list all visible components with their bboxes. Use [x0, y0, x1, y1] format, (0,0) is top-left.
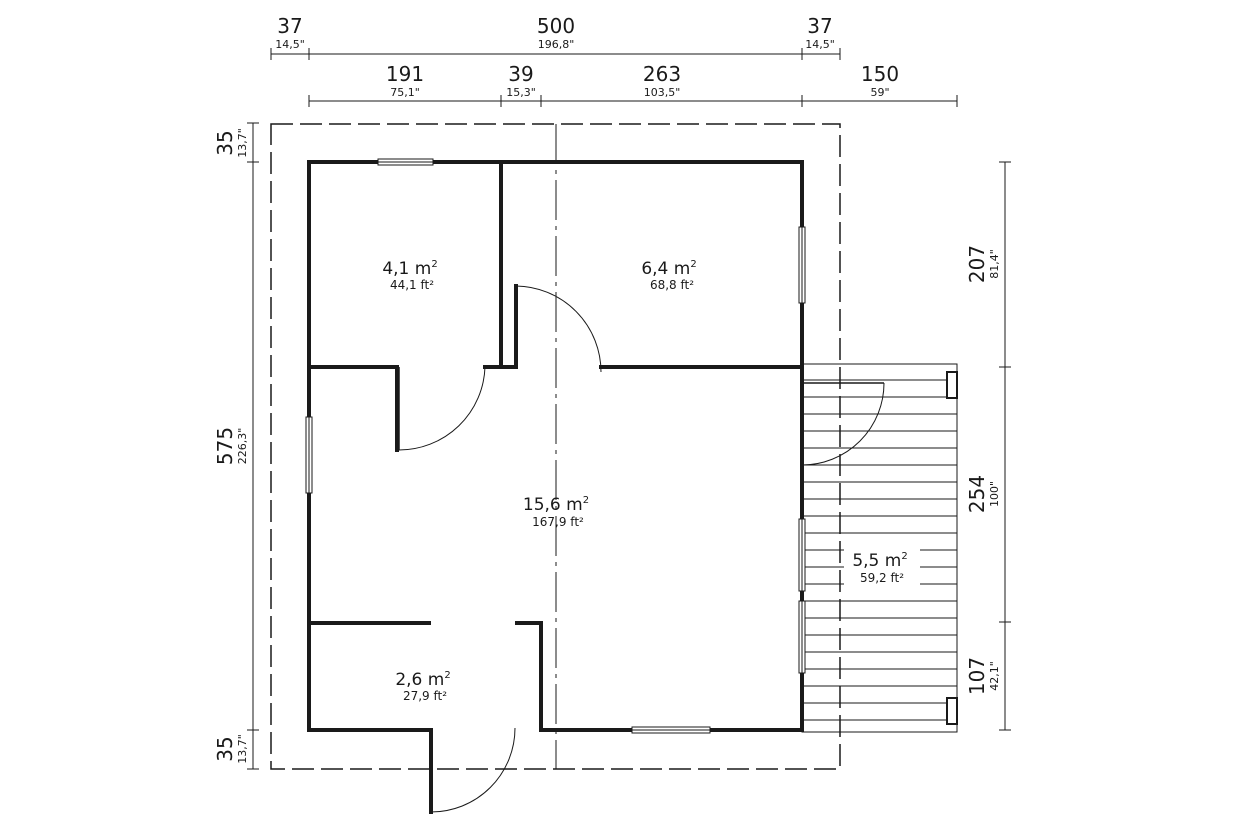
- svg-text:2,6 m2: 2,6 m2: [395, 670, 450, 690]
- room-area-m2: 15,6 m: [523, 495, 583, 515]
- right-dimension: [999, 161, 1011, 731]
- dim-top1-b-cm: 500: [537, 14, 575, 38]
- dim-right-c-in: 42,1": [988, 661, 1001, 691]
- dim-top1-a-in: 14,5": [275, 38, 305, 51]
- dim-top1-b-in: 196,8": [538, 38, 575, 51]
- svg-text:4,1 m2: 4,1 m2: [382, 259, 437, 279]
- dim-top2-d-cm: 150: [861, 62, 899, 86]
- dim-right-c-cm: 107: [965, 657, 989, 695]
- dim-left-c-cm: 35: [213, 736, 237, 761]
- dim-top2-c-in: 103,5": [644, 86, 681, 99]
- roof-outline: [270, 123, 841, 770]
- dim-right-a-in: 81,4": [988, 249, 1001, 279]
- room-6-4: 6,4 m2 68,8 ft²: [641, 259, 696, 292]
- dim-left-a-in: 13,7": [236, 128, 249, 158]
- room-area-ft2: 44,1 ft²: [390, 278, 434, 292]
- top-dimension-row-2: [308, 95, 958, 107]
- room-area-ft2: 27,9 ft²: [403, 689, 447, 703]
- terrace-door-swing: [801, 382, 885, 466]
- dim-top2-c-cm: 263: [643, 62, 681, 86]
- dim-top1-a-cm: 37: [277, 14, 302, 38]
- room-area-m2: 5,5 m: [852, 551, 901, 571]
- dim-right-b-in: 100": [988, 481, 1001, 507]
- dim-top2-b-in: 15,3": [506, 86, 536, 99]
- dim-top2-b-cm: 39: [508, 62, 533, 86]
- dim-left-b-in: 226,3": [236, 428, 249, 465]
- room-area-m2: 2,6 m: [395, 670, 444, 690]
- room-15-6: 15,6 m2 167,9 ft²: [523, 495, 589, 529]
- dim-right-b-cm: 254: [965, 475, 989, 513]
- dim-left-a-cm: 35: [213, 130, 237, 155]
- dim-top2-a-in: 75,1": [390, 86, 420, 99]
- dim-left-b-cm: 575: [213, 427, 237, 465]
- door-leaves: [398, 286, 517, 450]
- dim-right-a-cm: 207: [965, 245, 989, 283]
- svg-text:6,4 m2: 6,4 m2: [641, 259, 696, 279]
- windows: [305, 158, 806, 734]
- door-swings: [398, 285, 602, 813]
- room-area-ft2: 68,8 ft²: [650, 278, 694, 292]
- svg-text:5,5 m2: 5,5 m2: [852, 551, 907, 571]
- dim-top2-a-cm: 191: [386, 62, 424, 86]
- dim-top2-d-in: 59": [870, 86, 889, 99]
- room-5-5: 5,5 m2 59,2 ft²: [844, 546, 920, 588]
- left-dimension: [247, 122, 259, 770]
- top-dimension-row-1: [270, 48, 841, 60]
- room-area-m2: 6,4 m: [641, 259, 690, 279]
- room-area-m2: 4,1 m: [382, 259, 431, 279]
- dim-top1-c-cm: 37: [807, 14, 832, 38]
- svg-text:15,6 m2: 15,6 m2: [523, 495, 589, 515]
- room-2-6: 2,6 m2 27,9 ft²: [395, 670, 450, 703]
- room-area-ft2: 167,9 ft²: [532, 515, 584, 529]
- room-4-1: 4,1 m2 44,1 ft²: [382, 259, 437, 292]
- room-area-ft2: 59,2 ft²: [860, 571, 904, 585]
- dim-left-c-in: 13,7": [236, 734, 249, 764]
- dim-top1-c-in: 14,5": [805, 38, 835, 51]
